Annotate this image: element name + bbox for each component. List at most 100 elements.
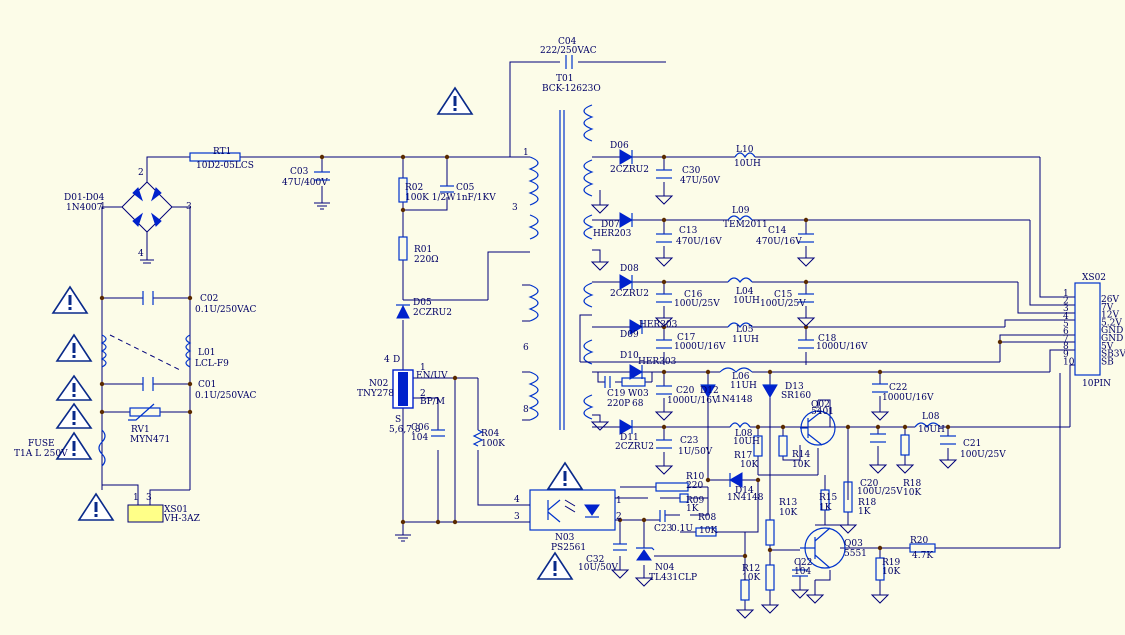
- label-r15: R15: [819, 493, 838, 503]
- label-l10: L10: [736, 145, 754, 155]
- connector-signal-label: GND: [1101, 334, 1123, 344]
- label-c17-value: 1000U/16V: [674, 342, 726, 352]
- warning-icon: [55, 374, 93, 401]
- label-c01-value: 0.1U/250VAC: [195, 391, 256, 401]
- label-c15-value: 100U/25V: [760, 299, 806, 309]
- primary-wires: [101, 61, 666, 535]
- label-xs02: XS02: [1082, 273, 1106, 283]
- label-r17-value: 10K: [740, 460, 758, 470]
- label-bpm: BP/M: [420, 397, 445, 407]
- label-s-pin: S: [395, 415, 401, 425]
- component-labels: C04 222/250VAC T01 BCK-12623O RT1 10D2-0…: [14, 37, 1111, 583]
- label-c04: C04: [558, 37, 577, 47]
- label-c19-value: 220P: [607, 399, 630, 409]
- label-d07: D07: [601, 220, 620, 230]
- label-d05-value: 2CZRU2: [413, 308, 452, 318]
- warning-icon: [55, 333, 93, 362]
- label-t01-value: BCK-12623O: [542, 84, 601, 94]
- label-d14: D14: [735, 486, 754, 496]
- pin-number: 4: [384, 355, 390, 365]
- label-l01: L01: [198, 348, 215, 358]
- label-r12-value: 10K: [742, 573, 760, 583]
- junction-dots: [99, 154, 1003, 559]
- ground-symbols: [140, 195, 958, 619]
- connector-pin-number: 10: [1063, 357, 1075, 367]
- label-c06-value: 104: [411, 433, 428, 443]
- label-l09: L09: [732, 206, 750, 216]
- label-c21-value: 100U/25V: [960, 450, 1006, 460]
- label-d01-value: 1N4007: [66, 203, 103, 213]
- label-l08-value: 10UH: [733, 437, 760, 447]
- label-xs02-value: 10PIN: [1082, 379, 1111, 389]
- label-r10-value: 220: [686, 481, 703, 491]
- connector-pin-number: 3: [1063, 304, 1069, 314]
- label-l08b: L08: [922, 412, 940, 422]
- label-d11-value: 2CZRU2: [615, 442, 654, 452]
- label-n04: N04: [655, 563, 675, 573]
- label-d10-value: HER303: [638, 357, 677, 367]
- label-c14: C14: [768, 226, 787, 236]
- connector-signal-label: 5.2V: [1101, 318, 1122, 328]
- label-r14-value: 10K: [792, 460, 810, 470]
- label-r04-value: 100K: [481, 439, 505, 449]
- label-r13: R13: [779, 498, 798, 508]
- label-d06: D06: [610, 141, 629, 151]
- label-xs01: XS01: [164, 505, 188, 515]
- connector-pin-number: 9: [1063, 350, 1069, 360]
- label-r08-value: 10K: [699, 526, 717, 536]
- label-r14: R14: [792, 450, 811, 460]
- connector-signal-label: GND: [1101, 326, 1123, 336]
- label-c20-value: 1000U/16V: [667, 396, 719, 406]
- label-r19-value: 10K: [882, 567, 900, 577]
- label-r09-value: 1K: [686, 504, 699, 514]
- pin-number: 2: [420, 389, 426, 399]
- label-r08: R08: [698, 513, 717, 523]
- pin-number: 3: [146, 493, 152, 503]
- label-d07-value: HER203: [593, 229, 632, 239]
- label-fuse-value: T1A L 250V: [14, 449, 68, 459]
- connector-pin-number: 5: [1063, 319, 1069, 329]
- label-n02-value: TNY278: [357, 389, 394, 399]
- label-xs01-value: VH-3AZ: [163, 514, 200, 524]
- label-r13-value: 10K: [779, 508, 797, 518]
- label-c17: C17: [677, 333, 696, 343]
- label-c05: C05: [456, 183, 475, 193]
- label-d08-value: 2CZRU2: [610, 289, 649, 299]
- component-symbols: [98, 55, 956, 601]
- label-c23b-value: 0.1U: [671, 524, 693, 534]
- label-d09: D09: [620, 330, 639, 340]
- label-r18b-value: 1K: [858, 507, 871, 517]
- label-r15-value: 1K: [819, 503, 832, 513]
- pin-number: 2: [616, 512, 622, 522]
- label-r17: R17: [734, 451, 753, 461]
- label-r02: R02: [405, 183, 423, 193]
- connector-signal-label: 12V: [1101, 311, 1119, 321]
- connector-pin-number: 4: [1063, 312, 1069, 322]
- warning-icon: [546, 461, 584, 490]
- label-q03: Q03: [844, 539, 863, 549]
- label-l04: L04: [736, 287, 754, 297]
- label-c20b-value: 100U/25V: [857, 487, 903, 497]
- label-n02: N02: [369, 379, 388, 389]
- label-n04-value: TL431CLP: [649, 573, 697, 583]
- connector-pin-number: 1: [1063, 289, 1069, 299]
- label-q02-value: 5401: [811, 407, 834, 417]
- pin-numbers: 1 3 6 8 4 1 2 4 3 1 2 2 1 3 4 1 3: [100, 148, 622, 522]
- pin-number: 4: [514, 495, 520, 505]
- label-d12-value: 1N4148: [716, 395, 753, 405]
- warning-icon: [51, 285, 89, 314]
- transformer-t01: [522, 104, 594, 430]
- connector-signal-label: 5V: [1101, 342, 1114, 352]
- label-d01: D01-D04: [64, 193, 105, 203]
- label-w03: W03: [628, 389, 649, 399]
- label-l05: L05: [736, 325, 754, 335]
- warning-icon: [536, 551, 574, 580]
- label-q02: Q02: [811, 400, 830, 410]
- label-c19: C19: [607, 389, 626, 399]
- label-c30-value: 47U/50V: [680, 176, 721, 186]
- label-rv1: RV1: [131, 425, 150, 435]
- pin-number: 3: [186, 202, 192, 212]
- label-l06-value: 11UH: [730, 381, 757, 391]
- label-r19: R19: [882, 558, 901, 568]
